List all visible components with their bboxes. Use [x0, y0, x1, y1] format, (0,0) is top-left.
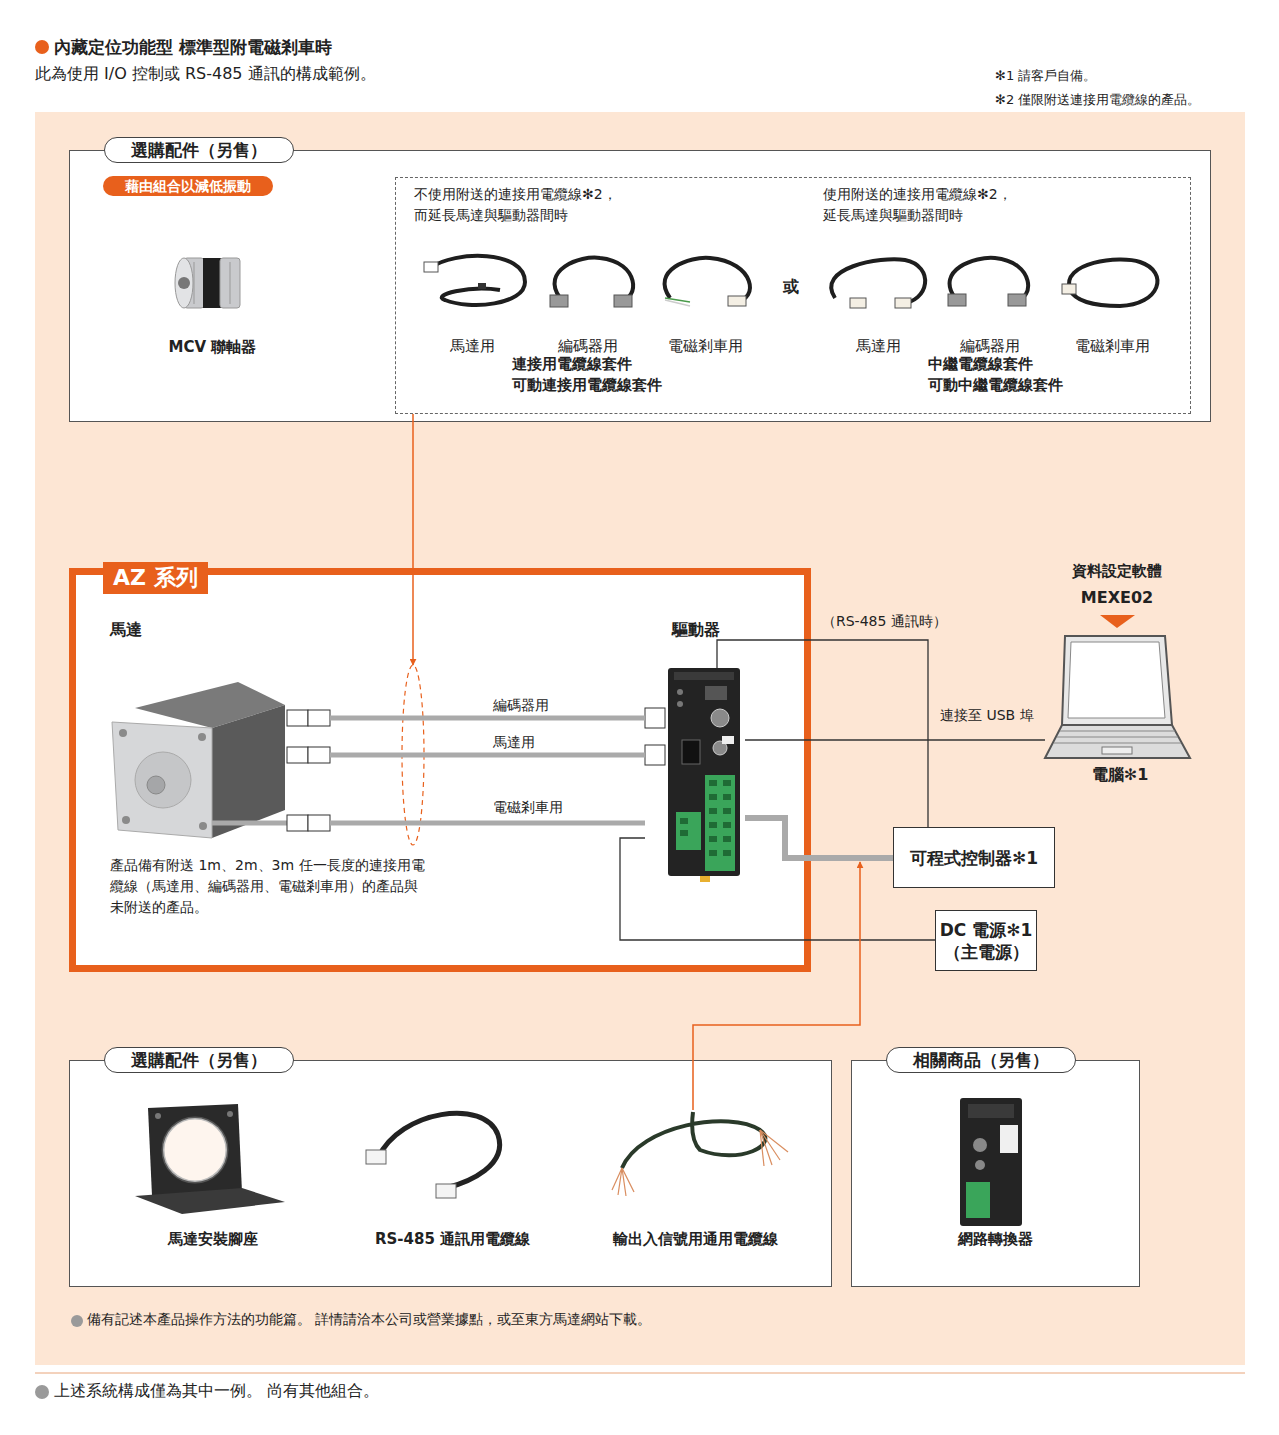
network-converter-illustration	[960, 1098, 1022, 1226]
rule-line	[35, 1373, 1245, 1374]
connector	[330, 753, 645, 758]
motor-mount-illustration	[135, 1104, 285, 1214]
cable-connectors	[424, 262, 1076, 308]
badge-text: 藉由組合以減低振動	[103, 176, 273, 196]
connector	[745, 739, 1045, 740]
motor-illustration	[112, 682, 330, 838]
product-item: 網路轉換器	[920, 1095, 1070, 1265]
computer-unit: 電腦✻1	[1045, 632, 1195, 792]
driver-illustration	[645, 668, 740, 882]
connector	[330, 716, 645, 721]
connector-label: （RS-485 通訊時）	[822, 613, 947, 631]
io-cable-illustration	[612, 1112, 788, 1196]
cable-oval	[402, 665, 424, 845]
product-item: 馬達安裝腳座	[120, 1095, 305, 1265]
unit-heading: 驅動器	[672, 620, 720, 641]
section-box: 選購配件（另售）馬達安裝腳座RS-485 通訊用電纜線輸出入信號用通用電纜線	[69, 1060, 832, 1287]
product-item: 輸出入信號用通用電纜線	[590, 1110, 800, 1265]
unit-heading: 馬達	[110, 620, 142, 641]
footnote: ✻1 請客戶自備。	[995, 67, 1096, 85]
section-box: 相關商品（另售）網路轉換器	[851, 1060, 1140, 1287]
item-name: 馬達安裝腳座	[80, 1230, 345, 1249]
software-name: MEXE02	[1037, 588, 1197, 607]
option-group: 不使用附送的連接用電纜線✻2， 而延長馬達與驅動器間時 使用附送的連接用電纜線✻2…	[395, 177, 1191, 414]
laptop-illustration	[1045, 615, 1190, 758]
section-heading: 選購配件（另售）	[104, 1047, 294, 1073]
coupling-illustration	[175, 258, 240, 308]
product-item: RS-485 通訊用電纜線	[350, 1095, 555, 1265]
connector	[717, 640, 928, 827]
group-note: 不使用附送的連接用電纜線✻2， 而延長馬達與驅動器間時	[414, 184, 646, 226]
product-item: MCV 聯軸器	[140, 240, 285, 365]
item-name: 輸出入信號用通用電纜線	[550, 1230, 840, 1249]
footnote: ✻2 僅限附送連接用電纜線的產品。	[995, 91, 1200, 109]
note-text: 備有記述本產品操作方法的功能篇。 詳情請洽本公司或營業據點，或至東方馬達網站下載…	[87, 1311, 651, 1329]
subtitle: 此為使用 I/O 控制或 RS-485 通訊的構成範例。	[35, 64, 376, 85]
connector	[620, 838, 935, 940]
caption-bullet	[35, 1385, 49, 1399]
section-heading: 相關商品（另售）	[886, 1047, 1076, 1073]
connector	[412, 414, 414, 665]
driver-unit: 驅動器	[645, 662, 745, 880]
item-name: MCV 聯軸器	[100, 338, 325, 357]
motor-unit: 馬達	[105, 668, 330, 845]
series-tab: AZ 系列	[103, 562, 208, 594]
item-name: RS-485 通訊用電纜線	[310, 1230, 595, 1249]
software-label: 資料設定軟體	[1037, 562, 1197, 581]
device-box: 可程式控制器✻1	[893, 827, 1055, 888]
note-bullet	[71, 1315, 83, 1327]
unit-name: 電腦✻1	[1025, 765, 1215, 786]
cable-illustrations	[430, 256, 1157, 306]
group-note: 使用附送的連接用電纜線✻2， 延長馬達與驅動器間時	[823, 184, 1055, 226]
device-name: DC 電源✻1 （主電源）	[936, 919, 1036, 963]
rs485-cable-illustration	[366, 1113, 500, 1198]
title: 內藏定位功能型 標準型附電磁剎車時	[54, 36, 332, 59]
caption: 上述系統構成僅為其中一例。 尚有其他組合。	[54, 1381, 379, 1402]
connector	[330, 821, 645, 826]
device-name: 可程式控制器✻1	[894, 847, 1054, 869]
section-box: 選購配件（另售）藉由組合以減低振動MCV 聯軸器不使用附送的連接用電纜線✻2， …	[69, 150, 1211, 422]
badge: 藉由組合以減低振動	[103, 176, 273, 196]
connector-label: 連接至 USB 埠	[940, 707, 1034, 725]
section-heading: 選購配件（另售）	[104, 137, 294, 163]
connector	[693, 862, 860, 1110]
series-box: AZ 系列馬達驅動器	[69, 568, 811, 972]
title-bullet	[35, 40, 49, 54]
device-box: DC 電源✻1 （主電源）	[935, 910, 1037, 971]
connector	[745, 818, 893, 858]
item-name: 網路轉換器	[880, 1230, 1110, 1249]
